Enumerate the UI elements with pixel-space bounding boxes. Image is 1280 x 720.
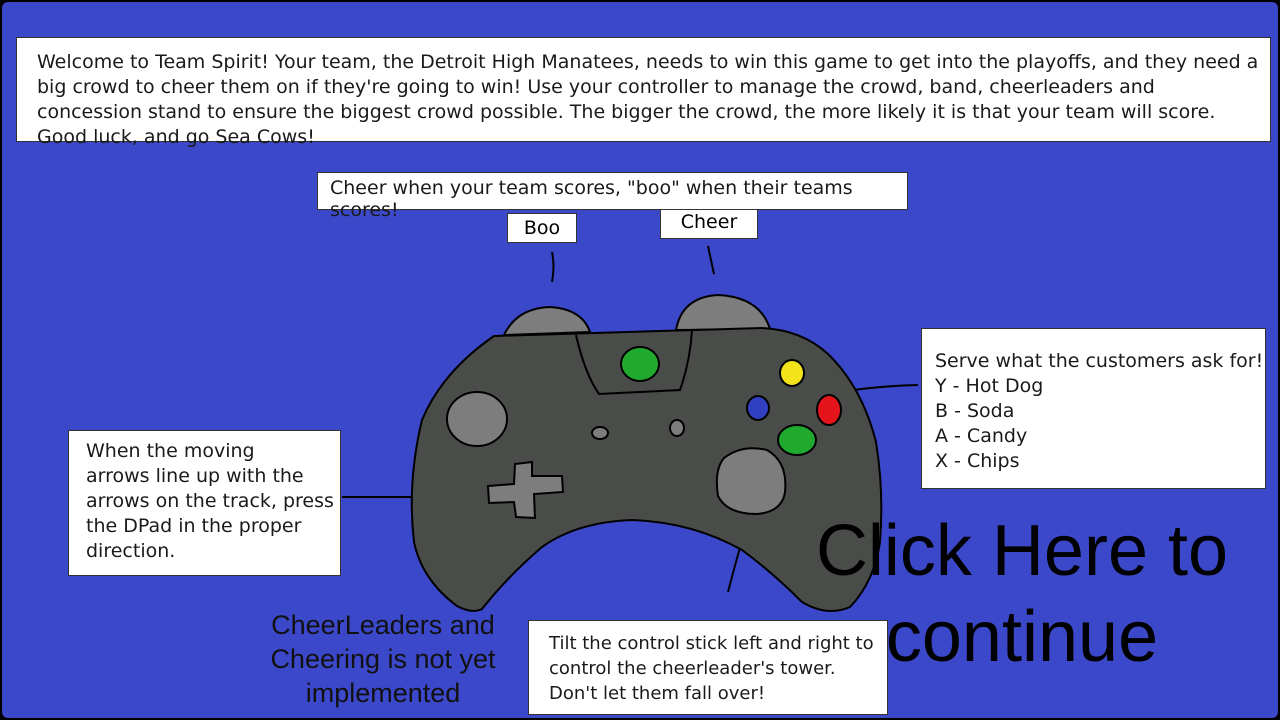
- boo-label-text: Boo: [523, 217, 561, 239]
- dpad-instruction-line: arrows line up with the: [86, 465, 304, 487]
- cheerleaders-not-implemented-notice: CheerLeaders and Cheering is not yet imp…: [247, 608, 519, 710]
- crowd-instruction-box: Cheer when your team scores, "boo" when …: [317, 172, 908, 221]
- stick-instruction-line: control the cheerleader's tower.: [549, 658, 836, 679]
- dpad-instruction-box: When the moving arrows line up with the …: [68, 430, 341, 576]
- notice-line: implemented: [305, 678, 461, 708]
- concession-item: X - Chips: [935, 450, 1020, 472]
- intro-text: Welcome to Team Spirit! Your team, the D…: [37, 51, 1259, 148]
- x-button: [746, 395, 770, 421]
- y-button: [779, 359, 805, 387]
- left-stick: [446, 391, 508, 447]
- face-buttons-connector: [853, 384, 919, 391]
- concession-title: Serve what the customers ask for!: [935, 350, 1264, 372]
- crowd-instruction-text: Cheer when your team scores, "boo" when …: [330, 177, 853, 221]
- boo-connector: [551, 251, 555, 283]
- guide-panel: [575, 329, 693, 396]
- concession-item: Y - Hot Dog: [935, 375, 1044, 397]
- boo-label: Boo: [507, 213, 577, 243]
- left-bumper: [502, 305, 592, 337]
- dpad-instruction-line: arrows on the track, press: [86, 490, 334, 512]
- a-button: [777, 424, 817, 456]
- notice-line: CheerLeaders and: [271, 610, 495, 640]
- concession-item: B - Soda: [935, 400, 1015, 422]
- notice-line: Cheering is not yet: [270, 644, 496, 674]
- cheer-label-text: Cheer: [680, 211, 738, 233]
- concession-item: A - Candy: [935, 425, 1028, 447]
- cheer-label: Cheer: [660, 209, 758, 239]
- intro-textbox: Welcome to Team Spirit! Your team, the D…: [16, 37, 1271, 148]
- right-bumper: [674, 293, 772, 332]
- view-button: [591, 426, 609, 440]
- b-button: [816, 394, 842, 426]
- dpad-instruction-line: direction.: [86, 540, 176, 562]
- continue-line: Click Here to: [815, 511, 1229, 591]
- menu-button: [669, 419, 685, 437]
- continue-button[interactable]: Click Here to continue: [792, 508, 1252, 680]
- dpad-instruction-line: the DPad in the proper: [86, 515, 302, 537]
- dpad-instruction-line: When the moving: [86, 440, 255, 462]
- stick-instruction-line: Don't let them fall over!: [549, 683, 766, 704]
- concession-instruction-box: Serve what the customers ask for! Y - Ho…: [921, 328, 1266, 489]
- guide-button: [620, 346, 660, 382]
- cheer-connector: [707, 245, 715, 275]
- dpad: [486, 460, 565, 520]
- right-stick: [715, 447, 787, 516]
- stick-instruction-box: Tilt the control stick left and right to…: [528, 620, 888, 715]
- continue-line: continue: [885, 597, 1159, 677]
- stick-instruction-line: Tilt the control stick left and right to: [549, 633, 874, 654]
